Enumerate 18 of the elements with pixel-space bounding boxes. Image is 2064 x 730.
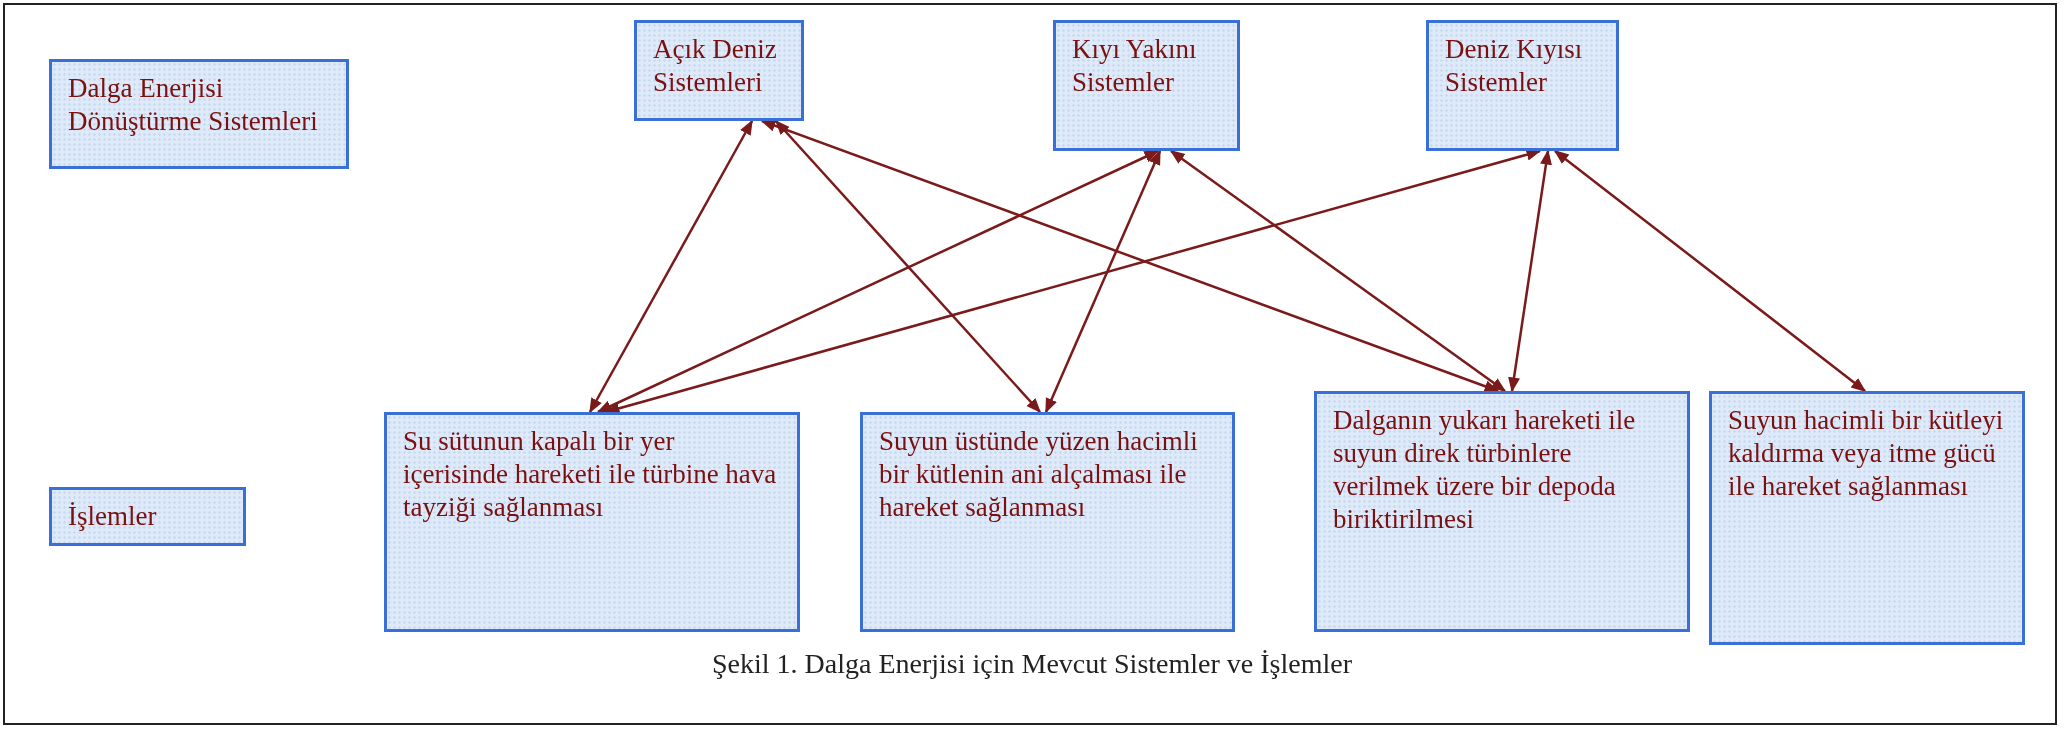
text-box: Açık Deniz Sistemleri [634, 20, 804, 121]
text-box: Deniz Kıyısı Sistemler [1426, 20, 1619, 151]
text-box: Su sütunun kapalı bir yer içerisinde hareketi ile türbine hava tayziği sağlanması [384, 412, 800, 632]
text-box: Suyun üstünde yüzen hacimli bir kütlenin ani alçalması ile hareket sağlanması [860, 412, 1235, 632]
heading-box: İşlemler [49, 487, 246, 546]
double-arrow [760, 119, 1500, 393]
double-arrow [1169, 150, 1507, 392]
text-box: Kıyı Yakını Sistemler [1053, 20, 1240, 151]
text-box: Dalganın yukarı hareketi ile suyun direk türbinlere verilmek üzere bir depoda biriktirilmesi [1314, 391, 1690, 632]
text-box: Suyun hacimli bir kütleyi kaldırma veya itme gücü ile hareket sağlanması [1709, 391, 2025, 645]
heading-box: Dalga Enerjisi Dönüştürme Sistemleri [49, 59, 349, 169]
figure-caption: Şekil 1. Dalga Enerjisi için Mevcut Sistemler ve İşlemler [712, 648, 1352, 679]
double-arrow [1044, 149, 1162, 414]
double-arrow [1508, 149, 1552, 393]
double-arrow [596, 149, 1160, 414]
double-arrow [1553, 150, 1867, 392]
double-arrow [588, 119, 754, 414]
double-arrow [775, 119, 1041, 414]
